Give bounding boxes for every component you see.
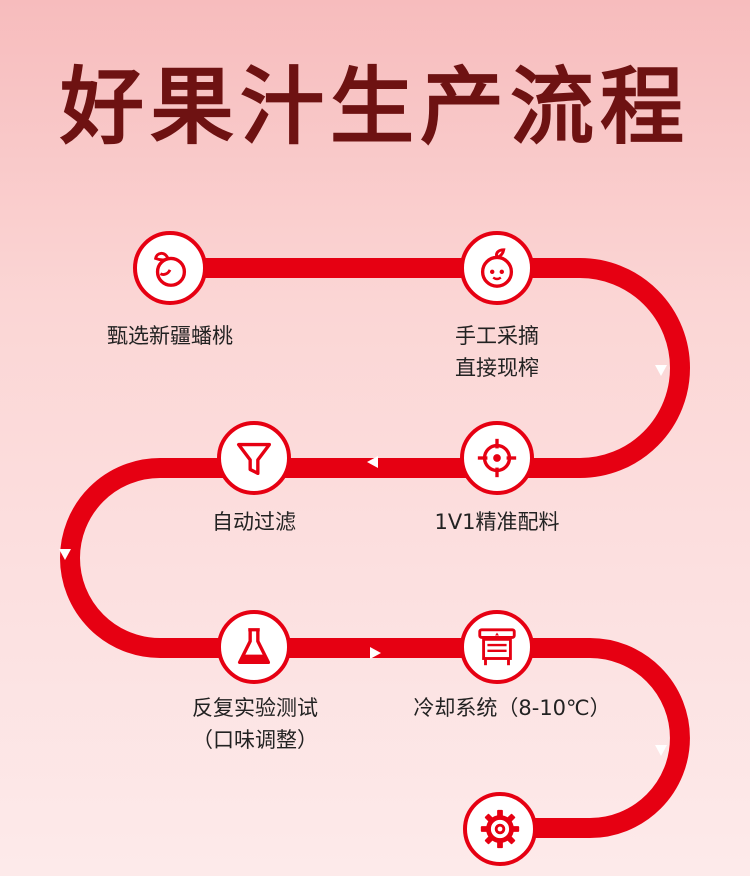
filter-funnel-icon [236,442,272,476]
fruit-face-icon [480,248,514,288]
cooling-machine-icon [478,628,516,666]
step-label-auto-filter: 自动过滤 [212,510,296,534]
flask-icon [237,628,271,665]
step-node-gear [463,792,537,866]
step-node-lab-test [217,610,291,684]
step-label-precise-mix: 1V1精准配料 [434,510,560,534]
step-node-precise-mix [460,421,534,495]
step-label-hand-pick: 手工采摘 直接现榨 [455,324,539,380]
step-node-select-peach [133,231,207,305]
target-icon [477,438,517,478]
arrow-right-icon [370,647,381,659]
arrow-down-icon [59,549,71,560]
step-label-select-peach: 甄选新疆蟠桃 [107,324,233,348]
step-node-cooling [460,610,534,684]
step-label-cooling: 冷却系统（8-10℃） [413,696,611,720]
gear-icon [480,809,520,849]
arrow-left-icon [367,456,378,468]
arrow-down-icon [655,745,667,756]
peach-icon [154,251,187,287]
step-node-auto-filter [217,421,291,495]
step-node-hand-pick [460,231,534,305]
arrow-down-icon [655,365,667,376]
step-label-lab-test: 反复实验测试 （口味调整） [192,696,318,752]
page-title: 好果汁生产流程 [59,58,690,156]
